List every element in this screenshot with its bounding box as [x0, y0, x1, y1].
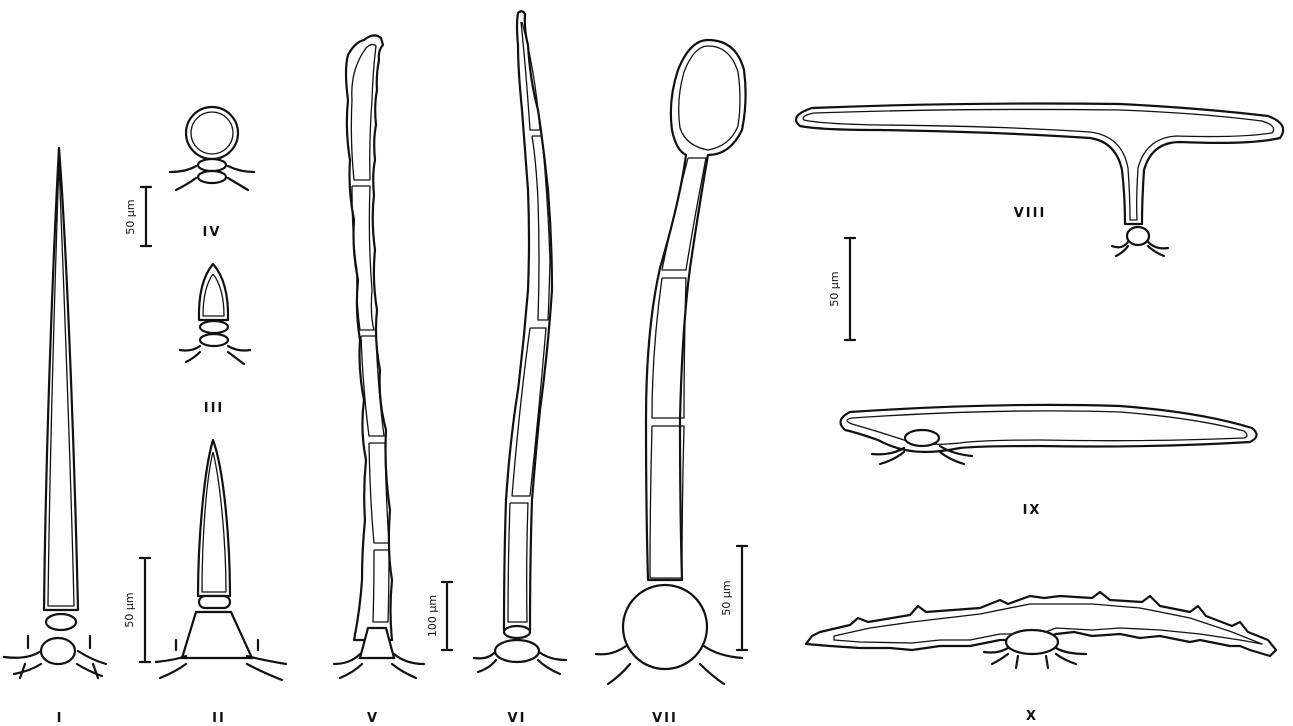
- hair-v-label: V: [367, 711, 379, 726]
- scale-bar-vii: [737, 546, 747, 650]
- scale-bar-ii-label: 50 µm: [123, 592, 136, 627]
- hair-ii-drawing: [156, 440, 286, 680]
- hair-viii-drawing: [796, 104, 1283, 257]
- hair-x-drawing: [806, 592, 1276, 668]
- scale-bar-viii-label: 50 µm: [828, 271, 841, 306]
- hair-iv-label: IV: [203, 225, 222, 240]
- hair-v-drawing: [334, 35, 424, 678]
- hair-iii-drawing: [180, 264, 250, 364]
- hair-ix-drawing: [841, 405, 1257, 464]
- hair-ii-label: II: [212, 711, 226, 726]
- scale-bar-iv-label: 50 µm: [124, 199, 137, 234]
- scale-bar-v: [442, 582, 452, 650]
- hair-vii-label: VII: [652, 711, 678, 726]
- hair-ix-label: IX: [1023, 503, 1042, 518]
- scale-bar-iv: [141, 187, 151, 246]
- hair-i-drawing: [4, 148, 106, 678]
- scale-bar-ii: [140, 558, 150, 662]
- hair-viii-label: VIII: [1014, 206, 1047, 221]
- scale-bar-v-label: 100 µm: [426, 595, 439, 637]
- hair-vi-label: VI: [508, 711, 527, 726]
- hair-vi-drawing: [474, 11, 566, 674]
- hair-iv-drawing: [170, 107, 254, 190]
- hair-x-label: X: [1026, 709, 1038, 724]
- hair-iii-label: III: [204, 401, 225, 416]
- scale-bar-viii: [845, 238, 855, 340]
- scale-bar-vii-label: 50 µm: [720, 580, 733, 615]
- hair-i-label: I: [57, 711, 64, 726]
